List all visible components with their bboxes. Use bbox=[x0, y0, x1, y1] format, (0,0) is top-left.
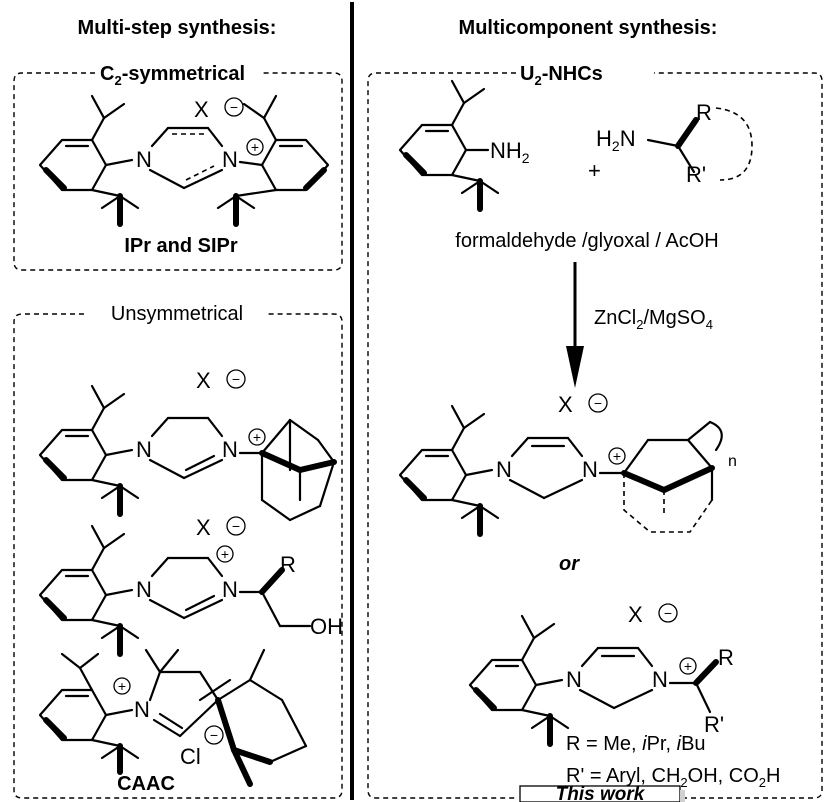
catalyst-label: ZnCl2/MgSO4 bbox=[594, 307, 713, 332]
column-divider bbox=[350, 2, 354, 800]
bicyclic-product: N N + X − n bbox=[398, 392, 737, 537]
c2-anion-x: X bbox=[194, 97, 209, 122]
svg-text:+: + bbox=[251, 139, 259, 155]
svg-text:N: N bbox=[496, 457, 512, 482]
h2n-label: H2N bbox=[596, 126, 636, 154]
caac-structure: N + Cl − bbox=[38, 648, 308, 787]
hydroxyl-label: OH bbox=[310, 614, 343, 639]
ring-size-n: n bbox=[728, 453, 737, 470]
svg-text:N: N bbox=[136, 577, 152, 602]
svg-text:N: N bbox=[136, 147, 152, 172]
adamantyl-nhc: N N + X − bbox=[38, 368, 337, 522]
c2-box-title: C2-symmetrical bbox=[100, 63, 245, 88]
svg-text:N: N bbox=[136, 437, 152, 462]
this-work-label: This work bbox=[556, 784, 646, 802]
svg-text:N: N bbox=[222, 437, 238, 462]
product-r: R bbox=[718, 645, 734, 670]
product2-anion-x: X bbox=[628, 602, 643, 627]
svg-text:+: + bbox=[221, 546, 229, 562]
svg-text:−: − bbox=[230, 99, 238, 115]
svg-text:N: N bbox=[566, 667, 582, 692]
svg-text:+: + bbox=[684, 658, 692, 674]
right-header: Multicomponent synthesis: bbox=[459, 17, 718, 39]
u2-box-title: U2-NHCs bbox=[520, 63, 603, 88]
amine-reagent: H2N R R' bbox=[596, 100, 753, 187]
r-definitions: R = Me, iPr, iBu bbox=[566, 733, 706, 755]
svg-text:N: N bbox=[134, 697, 150, 722]
svg-text:+: + bbox=[613, 448, 621, 464]
c2-caption: IPr and SIPr bbox=[124, 235, 238, 257]
svg-text:N: N bbox=[652, 667, 668, 692]
nh2-label: NH2 bbox=[490, 138, 530, 166]
hydroxy-nhc: N N + X − R OH bbox=[38, 515, 343, 657]
left-header: Multi-step synthesis: bbox=[78, 17, 277, 39]
plus-sign: + bbox=[588, 158, 601, 183]
c2-box bbox=[13, 72, 343, 271]
or-label: or bbox=[559, 553, 580, 575]
u2-box bbox=[367, 72, 823, 799]
r-prime-definitions: R' = Aryl, CH2OH, CO2H bbox=[566, 765, 780, 790]
reagents-line: formaldehyde /glyoxal / AcOH bbox=[455, 230, 718, 252]
this-work-tag-shadow bbox=[680, 790, 685, 802]
svg-text:+: + bbox=[253, 429, 261, 445]
svg-text:+: + bbox=[118, 678, 126, 694]
svg-text:−: − bbox=[664, 605, 672, 621]
r-label: R bbox=[696, 100, 712, 125]
substituent-r: R bbox=[280, 552, 296, 577]
anion-x-2: X bbox=[196, 515, 211, 540]
product-r-prime: R' bbox=[704, 712, 724, 737]
svg-text:−: − bbox=[232, 371, 240, 387]
svg-text:N: N bbox=[222, 577, 238, 602]
chloride-label: Cl bbox=[180, 744, 201, 769]
aniline-reagent: NH2 bbox=[398, 79, 530, 212]
svg-text:N: N bbox=[222, 147, 238, 172]
unsym-box-title: Unsymmetrical bbox=[111, 303, 243, 325]
svg-text:−: − bbox=[210, 727, 218, 743]
svg-text:N: N bbox=[582, 457, 598, 482]
ipr-structure: N N + X − bbox=[38, 94, 330, 227]
r-prime-label: R' bbox=[686, 162, 706, 187]
product-anion-x: X bbox=[558, 392, 573, 417]
arrow-head bbox=[566, 346, 584, 388]
svg-text:−: − bbox=[594, 395, 602, 411]
svg-text:−: − bbox=[232, 518, 240, 534]
anion-x-1: X bbox=[196, 368, 211, 393]
caac-caption: CAAC bbox=[117, 773, 175, 795]
acyclic-product: N N + X − R R' bbox=[468, 602, 734, 747]
unsym-box bbox=[13, 313, 343, 799]
